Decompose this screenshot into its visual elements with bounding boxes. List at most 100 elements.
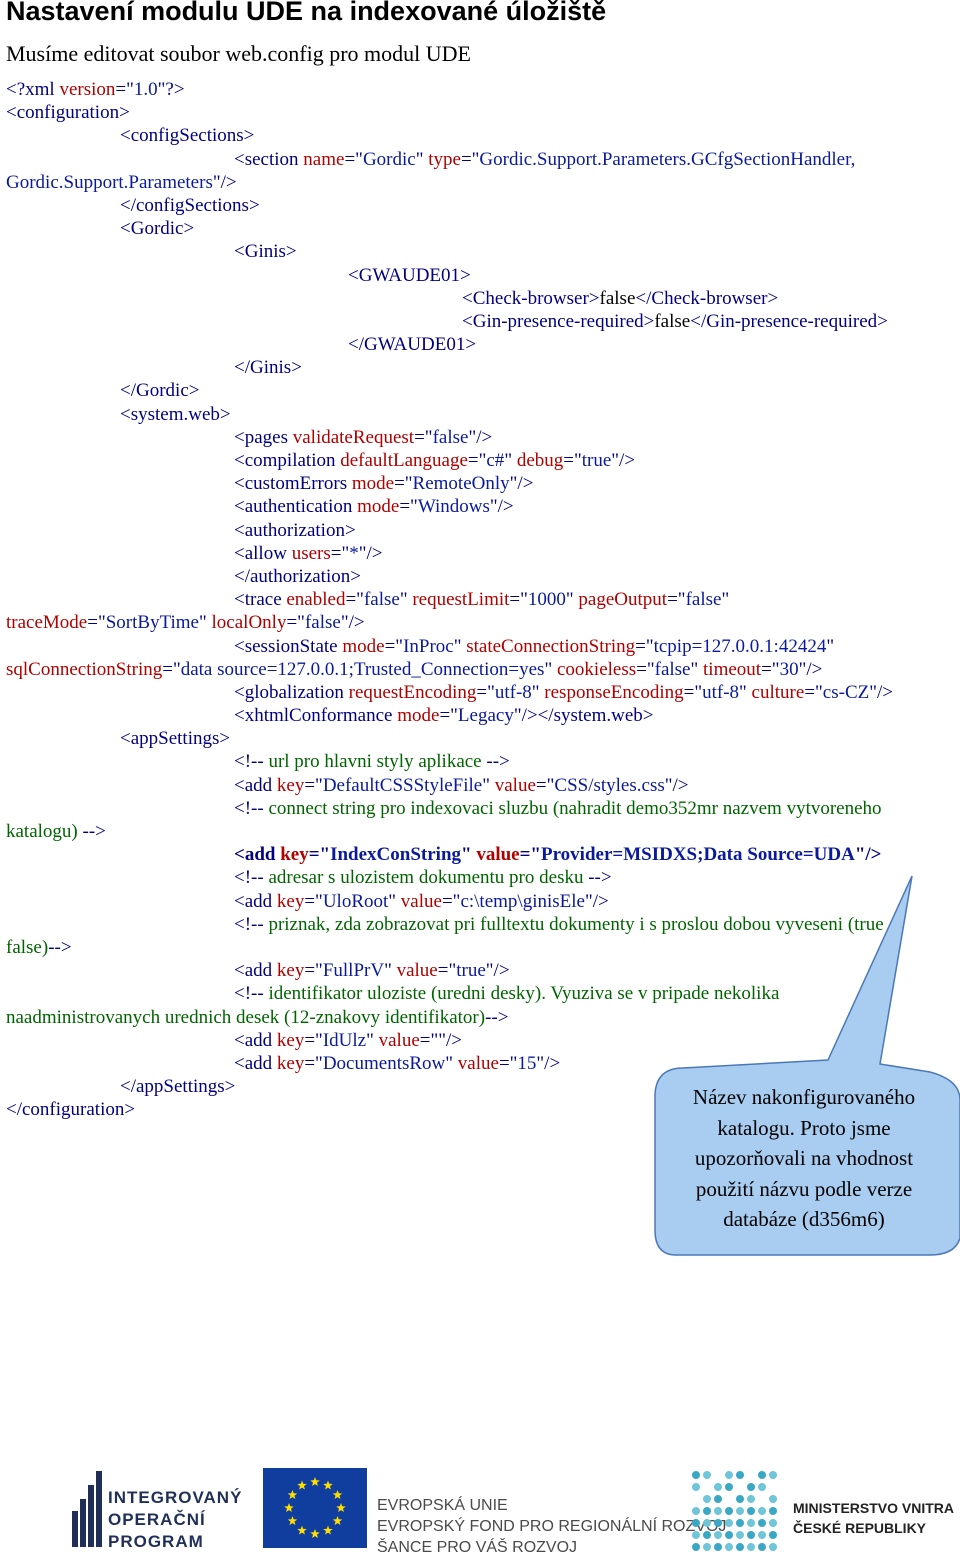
code-token: " — [199, 612, 212, 634]
code-token: true — [456, 960, 486, 982]
code-token: requestLimit — [412, 589, 510, 611]
code-token: cookieless — [556, 658, 637, 680]
mv-dot — [714, 1543, 722, 1551]
code-token: > — [643, 310, 655, 332]
code-token: xml — [25, 79, 60, 100]
code-token: false — [654, 310, 691, 332]
code-token: > — [219, 728, 231, 750]
code-token: > — [248, 194, 260, 216]
code-token: --> — [486, 751, 510, 773]
code-token: identifikator uloziste (uredni desky). V… — [263, 983, 780, 1005]
code-line: <configSections> — [6, 124, 960, 147]
eu-star — [323, 1525, 333, 1535]
code-token: "?> — [157, 79, 185, 100]
code-token: > — [344, 519, 356, 541]
code-token: false — [363, 589, 400, 611]
code-token: " — [366, 1029, 379, 1051]
mv-dot — [747, 1507, 755, 1515]
code-token: data source=127.0.0.1;Trusted_Connection… — [180, 658, 545, 680]
code-token: > — [224, 1076, 236, 1098]
mv-dot — [714, 1507, 722, 1515]
code-token: < — [234, 960, 245, 982]
code-token: Gin-presence-required — [472, 310, 644, 332]
code-token: Gordic — [362, 148, 416, 170]
mv-dot — [758, 1531, 766, 1539]
code-token: Gordic — [136, 380, 189, 402]
code-line: <globalization requestEncoding="utf-8" r… — [6, 681, 960, 704]
code-token: system.web — [130, 403, 220, 425]
code-token: =" — [286, 612, 305, 634]
mv-dot — [736, 1543, 744, 1551]
eu-star — [323, 1480, 333, 1490]
code-line: <!-- connect string pro indexovaci sluzb… — [6, 797, 960, 820]
iop-logo-text: INTEGROVANÝ OPERAČNÍ PROGRAM — [108, 1487, 242, 1553]
code-token: > — [460, 264, 471, 286]
code-token: </ — [234, 357, 250, 379]
code-token: Ginis — [244, 241, 286, 263]
mv-dot — [703, 1543, 711, 1551]
code-token: SortByTime — [105, 612, 199, 634]
mv-dot — [747, 1519, 755, 1527]
code-token: * — [349, 542, 359, 564]
code-line: <Gin-presence-required>false</Gin-presen… — [6, 310, 960, 333]
code-token: < — [120, 403, 131, 425]
code-token: "/> — [536, 1052, 561, 1074]
mv-line: ČESKÉ REPUBLIKY — [793, 1520, 927, 1536]
code-line: sqlConnectionString =" data source=127.0.0… — [6, 658, 960, 681]
code-token: <? — [6, 79, 26, 100]
code-line: <appSettings> — [6, 727, 960, 750]
code-token: trace — [244, 589, 287, 611]
code-token: < — [234, 542, 245, 564]
code-token: " — [445, 1052, 458, 1074]
code-token: --> — [485, 1006, 509, 1028]
code-token: > — [588, 287, 600, 309]
code-token: tcpip=127.0.0.1:42424 — [653, 635, 827, 657]
code-token: > — [291, 357, 302, 379]
code-token: =" — [761, 658, 780, 680]
code-token: =" — [635, 635, 654, 657]
code-token: " — [690, 658, 704, 680]
code-token: xhtmlConformance — [244, 705, 398, 727]
mv-dot — [769, 1519, 777, 1527]
code-token: " — [453, 635, 467, 657]
code-token: c# — [486, 450, 505, 471]
callout-line: upozorňovali na vhodnost — [694, 1146, 914, 1170]
mv-dot — [758, 1483, 766, 1491]
mv-dot — [747, 1483, 755, 1491]
mv-dot — [692, 1471, 700, 1479]
code-token: < — [234, 589, 245, 611]
code-token: " — [565, 589, 579, 611]
code-token: CSS/styles.css — [554, 774, 665, 796]
code-token: pages — [244, 426, 293, 448]
code-line: <add key="DefaultCSSStyleFile" value="CS… — [6, 774, 960, 797]
code-line: <customErrors mode="RemoteOnly"/> — [6, 472, 960, 495]
callout-line: databáze (d356m6) — [723, 1207, 885, 1231]
code-token: " — [482, 774, 495, 796]
code-token: </ — [635, 287, 652, 309]
callout-text: Název nakonfigurovaného katalogu. Proto … — [664, 1082, 944, 1235]
code-token: naadministrovanych urednich desek (12-zn… — [6, 1006, 486, 1028]
code-token: DefaultCSSStyleFile — [322, 774, 483, 796]
code-token: defaultLanguage — [340, 450, 468, 471]
code-token: add — [244, 890, 277, 912]
code-token: < — [120, 125, 131, 147]
code-token: =" — [384, 635, 404, 657]
code-token: 30 — [779, 658, 799, 680]
code-token: c:\temp\ginisEle — [460, 890, 585, 912]
code-token: utf-8 — [494, 681, 532, 703]
mv-dot — [736, 1507, 744, 1515]
code-token: =" — [304, 774, 323, 796]
code-token: < — [234, 844, 245, 866]
code-token: > — [465, 334, 477, 356]
code-token: stateConnectionString — [466, 635, 636, 657]
code-token: > — [119, 102, 130, 124]
mv-dot — [725, 1471, 733, 1479]
code-token: authentication — [244, 496, 358, 518]
code-token: mode — [397, 705, 440, 727]
code-token: " — [384, 960, 397, 982]
code-token: sqlConnectionString — [6, 658, 163, 680]
code-token: <!-- — [234, 983, 264, 1005]
code-line: <authorization> — [6, 519, 960, 542]
code-token: > — [188, 380, 200, 402]
code-token: value — [378, 1029, 420, 1051]
